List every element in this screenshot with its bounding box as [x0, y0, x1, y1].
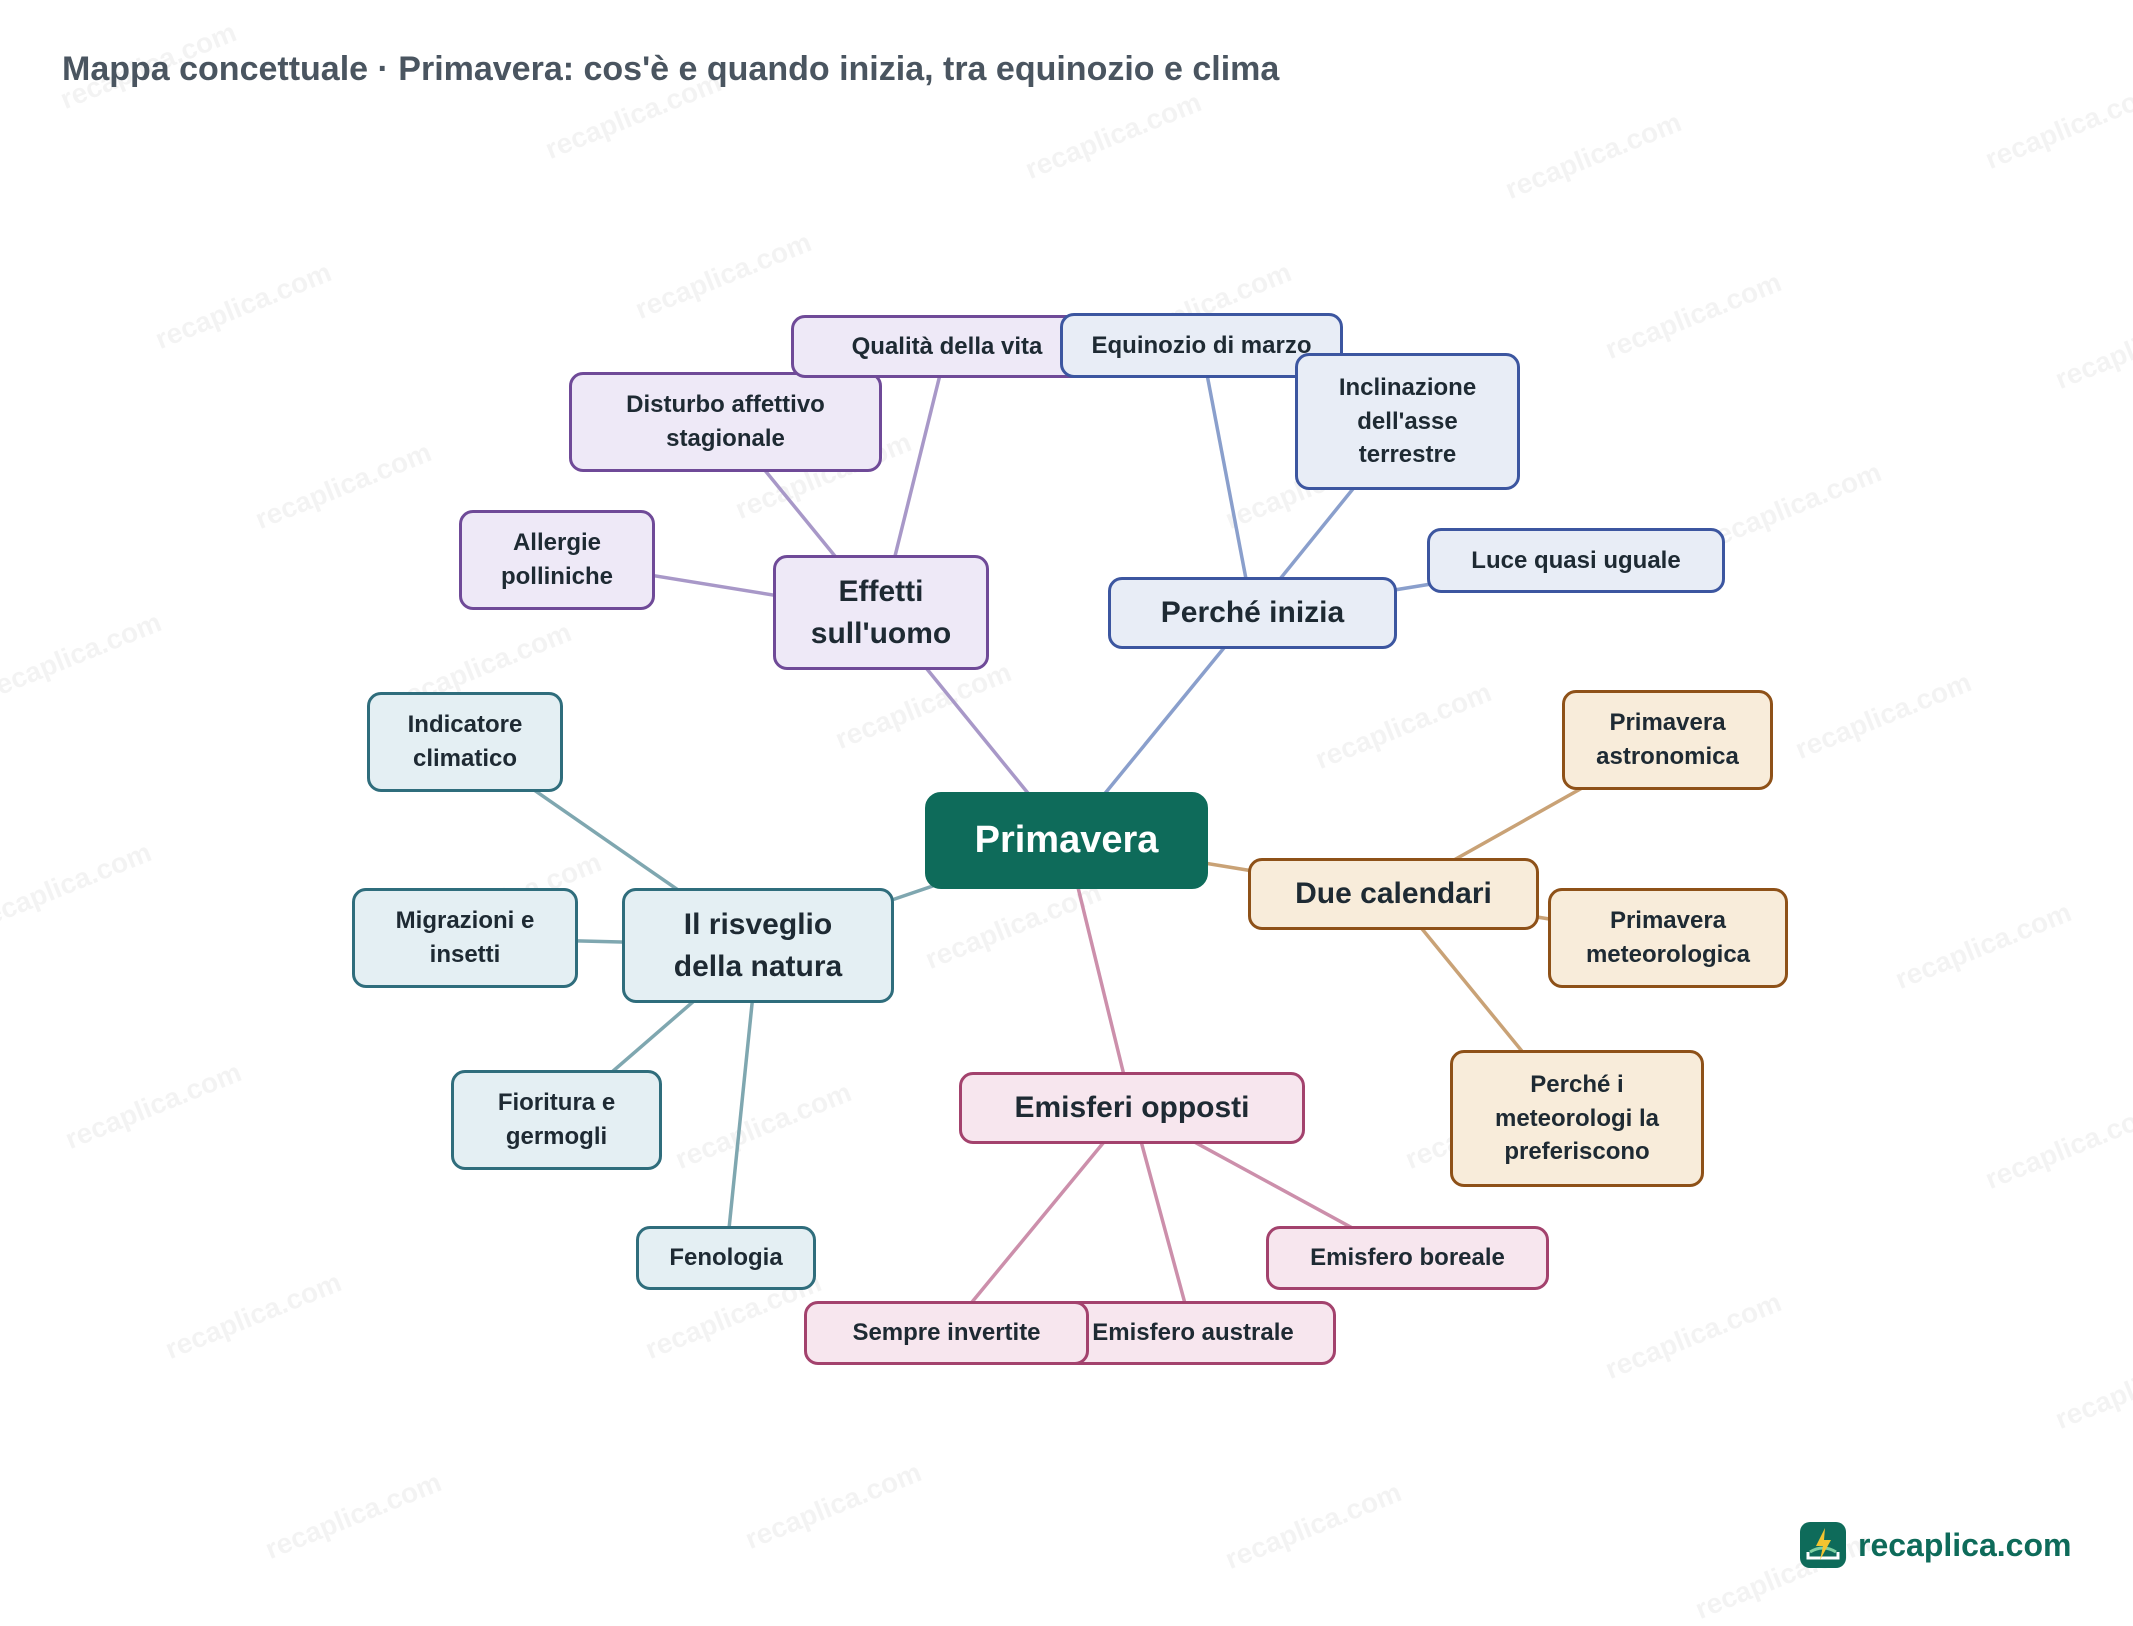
node-emisferi-child-1-label: Emisfero australe: [1092, 1319, 1294, 1347]
node-branch-perche-label: Perché inizia: [1160, 596, 1345, 629]
node-perche-child-0-label: Equinozio di marzo: [1091, 331, 1312, 359]
node-root[interactable]: Primavera: [925, 792, 1208, 889]
node-effetti-child-2-label: Qualità della vita: [851, 332, 1043, 360]
node-branch-emisferi-label: Emisferi opposti: [1014, 1091, 1250, 1124]
connector-emisferi-2: [945, 1106, 1134, 1335]
node-emisferi-child-2[interactable]: Sempre invertite: [804, 1301, 1089, 1365]
node-effetti-child-2[interactable]: Qualità della vita: [791, 315, 1103, 378]
connector-perche-0: [1199, 345, 1255, 614]
recaplica-logo-icon: [1800, 1522, 1846, 1568]
brand-name: recaplica.com: [1858, 1526, 2072, 1563]
node-emisferi-child-0[interactable]: Emisfero boreale: [1266, 1226, 1549, 1290]
node-perche-child-2[interactable]: Luce quasi uguale: [1427, 528, 1725, 593]
node-root-label: Primavera: [974, 818, 1159, 861]
node-emisferi-child-2-label: Sempre invertite: [852, 1319, 1041, 1347]
node-branch-perche[interactable]: Perché inizia: [1108, 577, 1397, 649]
page-title: Mappa concettuale · Primavera: cos'è e q…: [62, 50, 1280, 88]
node-branch-calendari[interactable]: Due calendari: [1248, 858, 1539, 930]
brand-logo[interactable]: recaplica.com: [1800, 1522, 2071, 1568]
node-emisferi-child-0-label: Emisfero boreale: [1310, 1244, 1505, 1272]
node-emisferi-child-1[interactable]: Emisfero australe: [1050, 1301, 1336, 1365]
node-branch-emisferi[interactable]: Emisferi opposti: [959, 1072, 1305, 1144]
node-natura-child-3-label: Fenologia: [669, 1244, 783, 1272]
node-perche-child-2-label: Luce quasi uguale: [1471, 546, 1681, 574]
connector-emisferi-1: [1130, 1107, 1195, 1334]
node-branch-calendari-label: Due calendari: [1295, 877, 1492, 910]
node-natura-child-3[interactable]: Fenologia: [636, 1226, 816, 1290]
